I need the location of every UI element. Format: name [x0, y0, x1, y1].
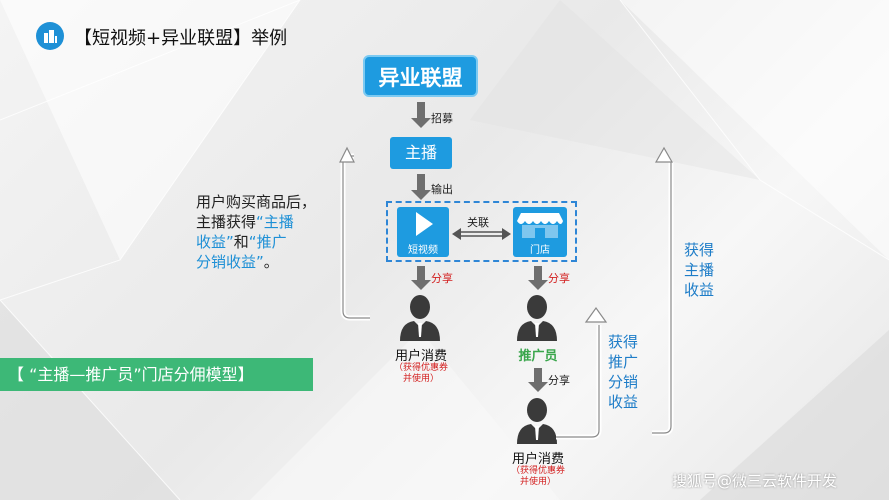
anchor-box: 主播 [390, 137, 452, 169]
outer-line-1: 获得 [684, 241, 715, 259]
consumer2-note: （获得优惠券 并使用） [505, 466, 571, 488]
inner-line-1: 获得 [608, 333, 639, 351]
model-title-bar: 【 “主播—推广员”门店分佣模型】 [0, 358, 313, 391]
video-store-group [386, 201, 577, 262]
share-label-right: 分享 [548, 272, 570, 285]
page-title: 【短视频+异业联盟】举例 [74, 28, 288, 49]
desc-line-3b: 和 [233, 233, 249, 251]
consumer2-note-1: （获得优惠券 [510, 466, 565, 476]
left-description: 用户购买商品后， 主播获得“主播 收益”和“推广 分销收益”。 [196, 192, 336, 272]
down-arrow-recruit [411, 102, 431, 128]
outer-line-2: 主播 [684, 261, 715, 279]
recruit-label: 招募 [431, 112, 453, 125]
watermark: 搜狐号@微三云软件开发 [672, 472, 838, 490]
consumer2-person-icon [517, 398, 557, 444]
promotion-income-text: 获得 推广 分销 收益 [608, 332, 638, 412]
link-label: 关联 [467, 216, 489, 229]
consumer-note: （获得优惠券 并使用） [388, 363, 454, 385]
desc-line-3c: “推广 [248, 233, 287, 251]
short-video-label: 短视频 [408, 245, 438, 256]
desc-line-3a: 收益” [196, 233, 234, 251]
desc-line-1: 用户购买商品后， [196, 193, 317, 211]
left-loop-arrow [339, 146, 370, 321]
alliance-box: 异业联盟 [363, 55, 478, 97]
storefront-icon [517, 213, 563, 238]
desc-line-4b: 。 [263, 253, 279, 271]
short-video-box: 短视频 [397, 207, 449, 257]
consumer-label: 用户消费 [394, 349, 447, 364]
inner-right-loop-arrow [556, 306, 608, 440]
down-arrow-share-promoter [528, 368, 548, 392]
desc-line-2a: 主播获得 [196, 213, 257, 231]
inner-line-4: 收益 [608, 393, 639, 411]
consumer-person-icon [400, 295, 440, 341]
inner-line-2: 推广 [608, 353, 639, 371]
share-label-left: 分享 [431, 272, 453, 285]
link-double-arrow [452, 228, 511, 240]
down-arrow-output [411, 174, 431, 200]
consumer-note-1: （获得优惠券 [393, 363, 448, 373]
promoter-person-icon [517, 295, 557, 341]
desc-line-2b: “主播 [256, 213, 294, 231]
share-label-promoter: 分享 [548, 374, 570, 387]
consumer2-note-2: 并使用） [519, 477, 556, 487]
title-building-icon [36, 22, 64, 50]
down-arrow-share-left [411, 266, 431, 290]
store-label: 门店 [530, 245, 550, 256]
consumer-note-2: 并使用） [402, 374, 439, 384]
down-arrow-share-right [528, 266, 548, 290]
anchor-income-text: 获得 主播 收益 [684, 240, 714, 300]
outer-line-3: 收益 [684, 281, 715, 299]
promoter-label: 推广员 [518, 349, 558, 364]
store-box: 门店 [513, 207, 567, 257]
consumer2-label: 用户消费 [511, 452, 564, 467]
outer-right-loop-arrow [652, 146, 674, 436]
play-icon [416, 212, 433, 236]
desc-line-4a: 分销收益” [196, 253, 264, 271]
output-label: 输出 [431, 183, 453, 196]
inner-line-3: 分销 [608, 373, 639, 391]
